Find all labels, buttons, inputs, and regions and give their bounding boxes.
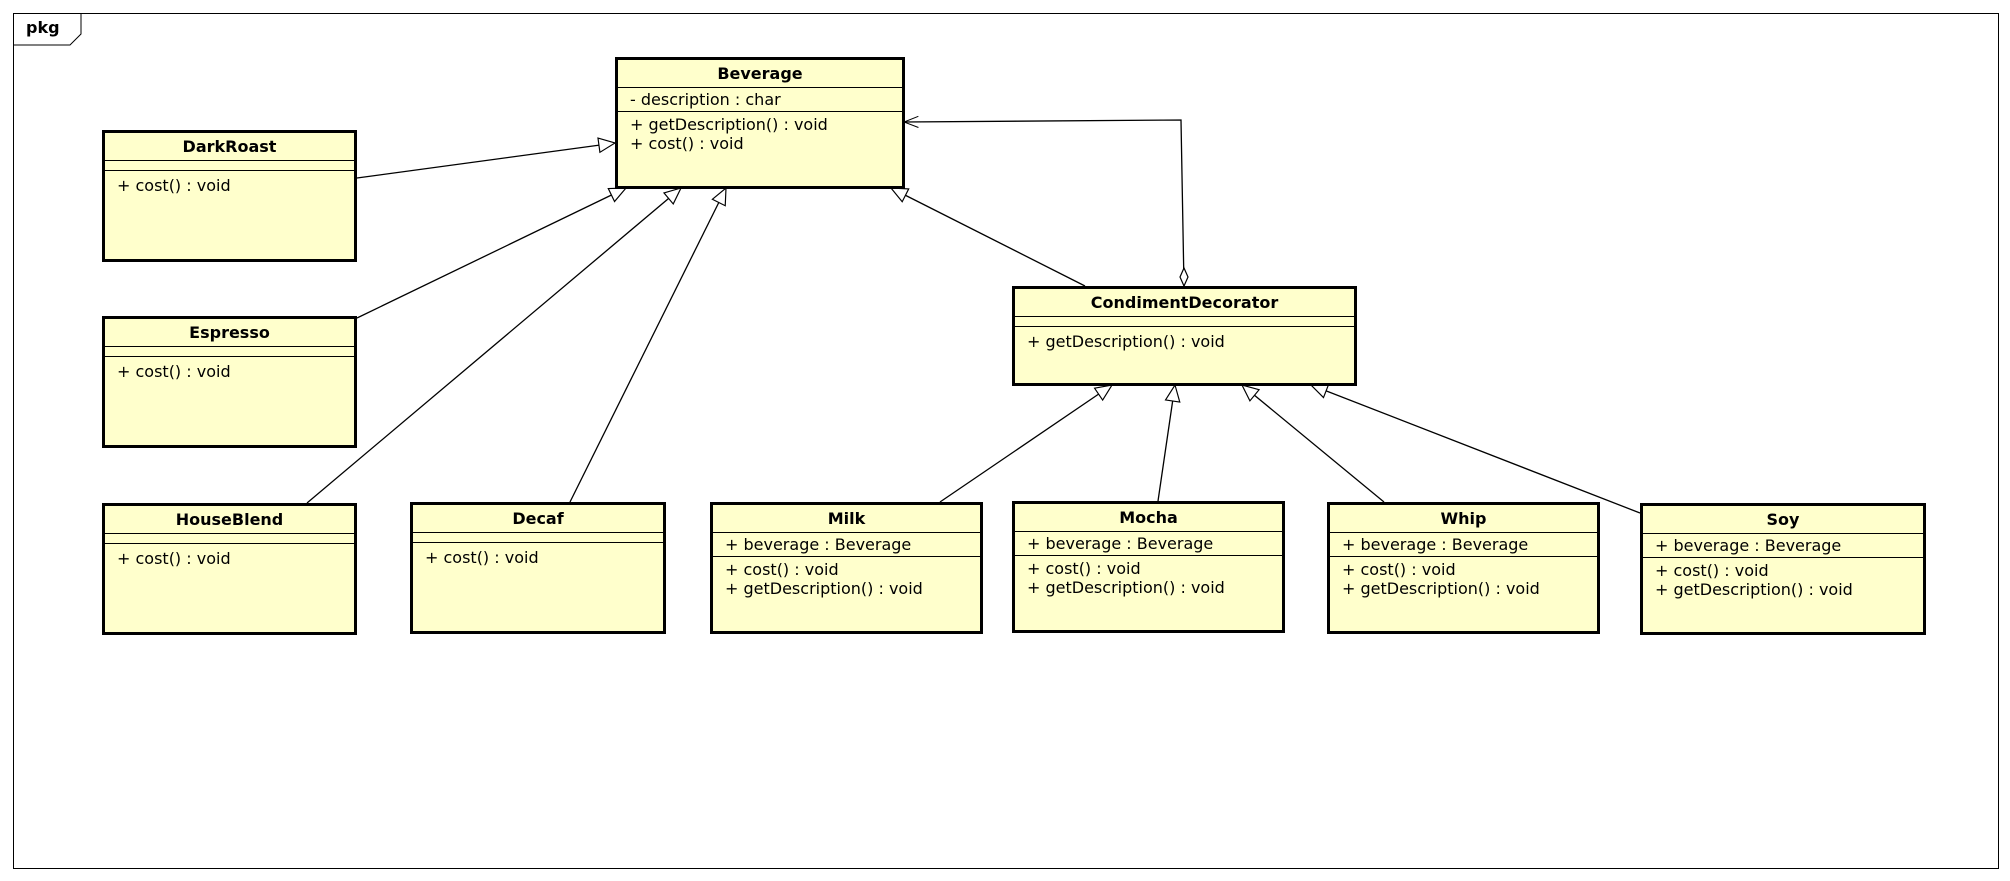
class-attributes: + beverage : Beverage [713,533,980,557]
class-operations: + cost() : void [105,544,354,568]
operation: + cost() : void [725,560,839,579]
class-beverage[interactable]: Beverage - description : char + getDescr… [615,57,905,189]
generalization-condimentdecorator-beverage [891,188,1086,287]
class-mocha[interactable]: Mocha + beverage : Beverage + cost() : v… [1012,501,1285,633]
operation: + getDescription() : void [725,579,923,598]
class-milk[interactable]: Milk + beverage : Beverage + cost() : vo… [710,502,983,634]
class-attributes [105,347,354,357]
class-operations: + cost() : void [413,543,663,567]
package-tab [13,13,82,46]
class-name: Espresso [105,319,354,347]
generalization-milk-condimentdecorator [939,385,1112,503]
operation: + cost() : void [630,134,744,153]
class-decaf[interactable]: Decaf + cost() : void [410,502,666,634]
attribute: + beverage : Beverage [1655,536,1842,555]
class-attributes: + beverage : Beverage [1643,534,1923,558]
class-name: Beverage [618,60,902,88]
operation: + cost() : void [117,176,231,195]
class-name: Whip [1330,505,1597,533]
attribute: - description : char [630,90,781,109]
class-condimentdecorator[interactable]: CondimentDecorator + getDescription() : … [1012,286,1357,386]
operation: + cost() : void [1027,559,1141,578]
class-name: Milk [713,505,980,533]
class-operations: + cost() : void [105,171,354,195]
generalization-darkroast-beverage [356,143,615,179]
operation: + getDescription() : void [1655,580,1853,599]
class-name: Decaf [413,505,663,533]
class-espresso[interactable]: Espresso + cost() : void [102,316,357,448]
class-name: CondimentDecorator [1015,289,1354,317]
class-operations: + cost() : void [105,357,354,381]
operation: + cost() : void [117,362,231,381]
class-attributes [413,533,663,543]
class-operations: + cost() : void + getDescription() : voi… [1015,556,1282,597]
class-operations: + cost() : void + getDescription() : voi… [713,557,980,598]
generalization-whip-condimentdecorator [1242,385,1385,503]
operation: + getDescription() : void [630,115,828,134]
operation: + cost() : void [1342,560,1456,579]
aggregation-diamond [1179,266,1189,288]
class-operations: + cost() : void + getDescription() : voi… [1330,557,1597,598]
class-attributes: + beverage : Beverage [1015,532,1282,556]
class-attributes: - description : char [618,88,902,112]
generalization-decaf-beverage [569,188,726,503]
package-label: pkg [26,18,60,37]
class-operations: + getDescription() : void + cost() : voi… [618,112,902,153]
attribute: + beverage : Beverage [725,535,912,554]
attribute: + beverage : Beverage [1027,534,1214,553]
operation: + getDescription() : void [1027,332,1225,351]
operation: + cost() : void [425,548,539,567]
class-name: Mocha [1015,504,1282,532]
aggregation-condimentdecorator-beverage [904,120,1185,287]
class-darkroast[interactable]: DarkRoast + cost() : void [102,130,357,262]
attribute: + beverage : Beverage [1342,535,1529,554]
class-name: Soy [1643,506,1923,534]
class-name: DarkRoast [105,133,354,161]
class-houseblend[interactable]: HouseBlend + cost() : void [102,503,357,635]
class-attributes [1015,317,1354,327]
class-attributes: + beverage : Beverage [1330,533,1597,557]
generalization-houseblend-beverage [306,188,681,504]
operation: + getDescription() : void [1027,578,1225,597]
generalization-mocha-condimentdecorator [1157,385,1175,502]
class-whip[interactable]: Whip + beverage : Beverage + cost() : vo… [1327,502,1600,634]
class-attributes [105,534,354,544]
generalization-espresso-beverage [356,188,626,319]
class-name: HouseBlend [105,506,354,534]
operation: + getDescription() : void [1342,579,1540,598]
operation: + cost() : void [117,549,231,568]
generalization-soy-condimentdecorator [1311,385,1641,514]
class-soy[interactable]: Soy + beverage : Beverage + cost() : voi… [1640,503,1926,635]
class-operations: + getDescription() : void [1015,327,1354,351]
package-frame [13,13,1999,869]
operation: + cost() : void [1655,561,1769,580]
class-operations: + cost() : void + getDescription() : voi… [1643,558,1923,599]
class-attributes [105,161,354,171]
